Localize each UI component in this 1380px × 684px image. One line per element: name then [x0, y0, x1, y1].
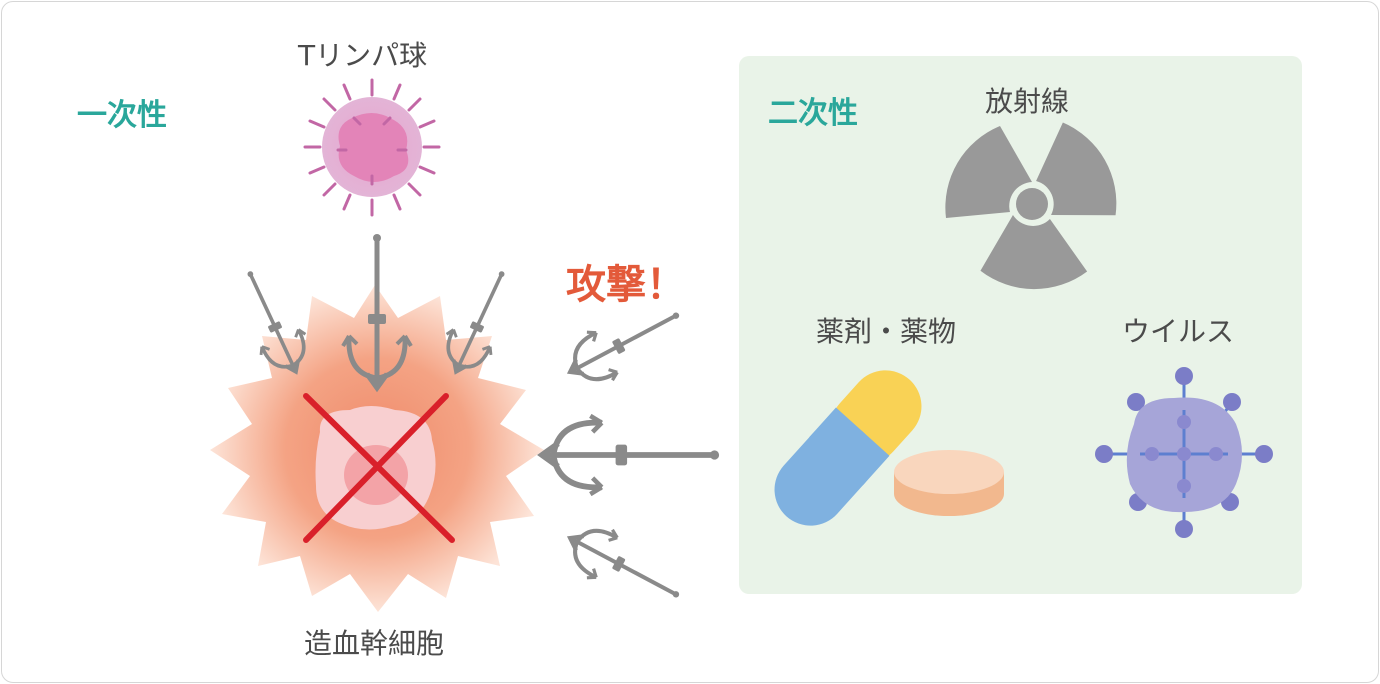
t-cell-label: Tリンパ球 [298, 39, 428, 72]
primary-label: 一次性 [77, 98, 167, 133]
virus-icon [1095, 367, 1273, 538]
trident-icon [542, 290, 719, 620]
radiation-icon [945, 122, 1117, 290]
stem-cell-label: 造血幹細胞 [304, 627, 445, 660]
attack-label: 攻撃！ [566, 262, 686, 308]
t-lymphocyte-icon [303, 78, 441, 217]
cross-mark [303, 393, 455, 543]
tablet-icon [894, 450, 1004, 516]
secondary-label: 二次性 [768, 96, 858, 131]
virus-label: ウイルス [1122, 315, 1235, 348]
drugs-label: 薬剤・薬物 [816, 315, 957, 348]
radiation-label: 放射線 [985, 85, 1070, 118]
pill-icon [774, 370, 922, 526]
